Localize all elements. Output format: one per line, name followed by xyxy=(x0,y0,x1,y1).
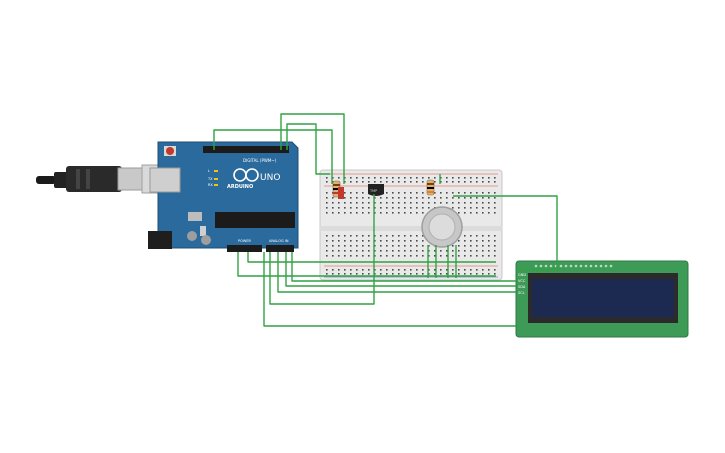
wire[interactable] xyxy=(277,252,516,293)
wire[interactable] xyxy=(269,194,375,305)
lcd-screen xyxy=(532,279,674,317)
wire[interactable] xyxy=(263,252,516,327)
wire[interactable] xyxy=(453,195,558,271)
wire[interactable] xyxy=(280,113,345,184)
wire[interactable] xyxy=(247,252,496,263)
wire[interactable] xyxy=(291,252,516,282)
lcd-pin-gnd: GND xyxy=(518,273,526,277)
digital-header[interactable] xyxy=(203,146,289,153)
gas-sensor[interactable] xyxy=(421,206,463,248)
analog-header[interactable] xyxy=(266,245,294,252)
lcd-pin-sda: SDA xyxy=(518,285,526,289)
reset-button[interactable] xyxy=(166,147,174,155)
atmega-chip xyxy=(215,212,295,228)
wire[interactable] xyxy=(285,252,516,287)
wire[interactable] xyxy=(213,129,333,184)
arduino-model: UNO xyxy=(260,173,280,183)
arduino-brand: ARDUINO xyxy=(227,184,253,190)
rx-label: RX xyxy=(208,183,213,187)
power-header[interactable] xyxy=(227,245,262,252)
wire[interactable] xyxy=(286,123,330,175)
resistor-2[interactable] xyxy=(426,179,435,196)
tx-label: TX xyxy=(207,177,213,181)
led-red[interactable] xyxy=(338,187,344,199)
lcd-module[interactable]: GND VCC SDA SCL xyxy=(515,260,689,338)
arduino-uno-board[interactable]: DIGITAL (PWM~) ARDUINO UNO L TX RX POWER… xyxy=(148,141,299,252)
breadboard[interactable] xyxy=(319,169,503,281)
lcd-pin-scl: SCL xyxy=(518,291,525,295)
lcd-pin-vcc: VCC xyxy=(518,279,526,283)
wire[interactable] xyxy=(237,252,496,277)
l-led-label: L xyxy=(208,169,210,173)
sensor-chip-label: TMP xyxy=(369,189,377,193)
temperature-sensor[interactable]: TMP xyxy=(368,184,384,196)
power-label: POWER xyxy=(238,239,252,243)
analog-label: ANALOG IN xyxy=(269,239,289,243)
digital-label: DIGITAL (PWM~) xyxy=(243,158,277,163)
